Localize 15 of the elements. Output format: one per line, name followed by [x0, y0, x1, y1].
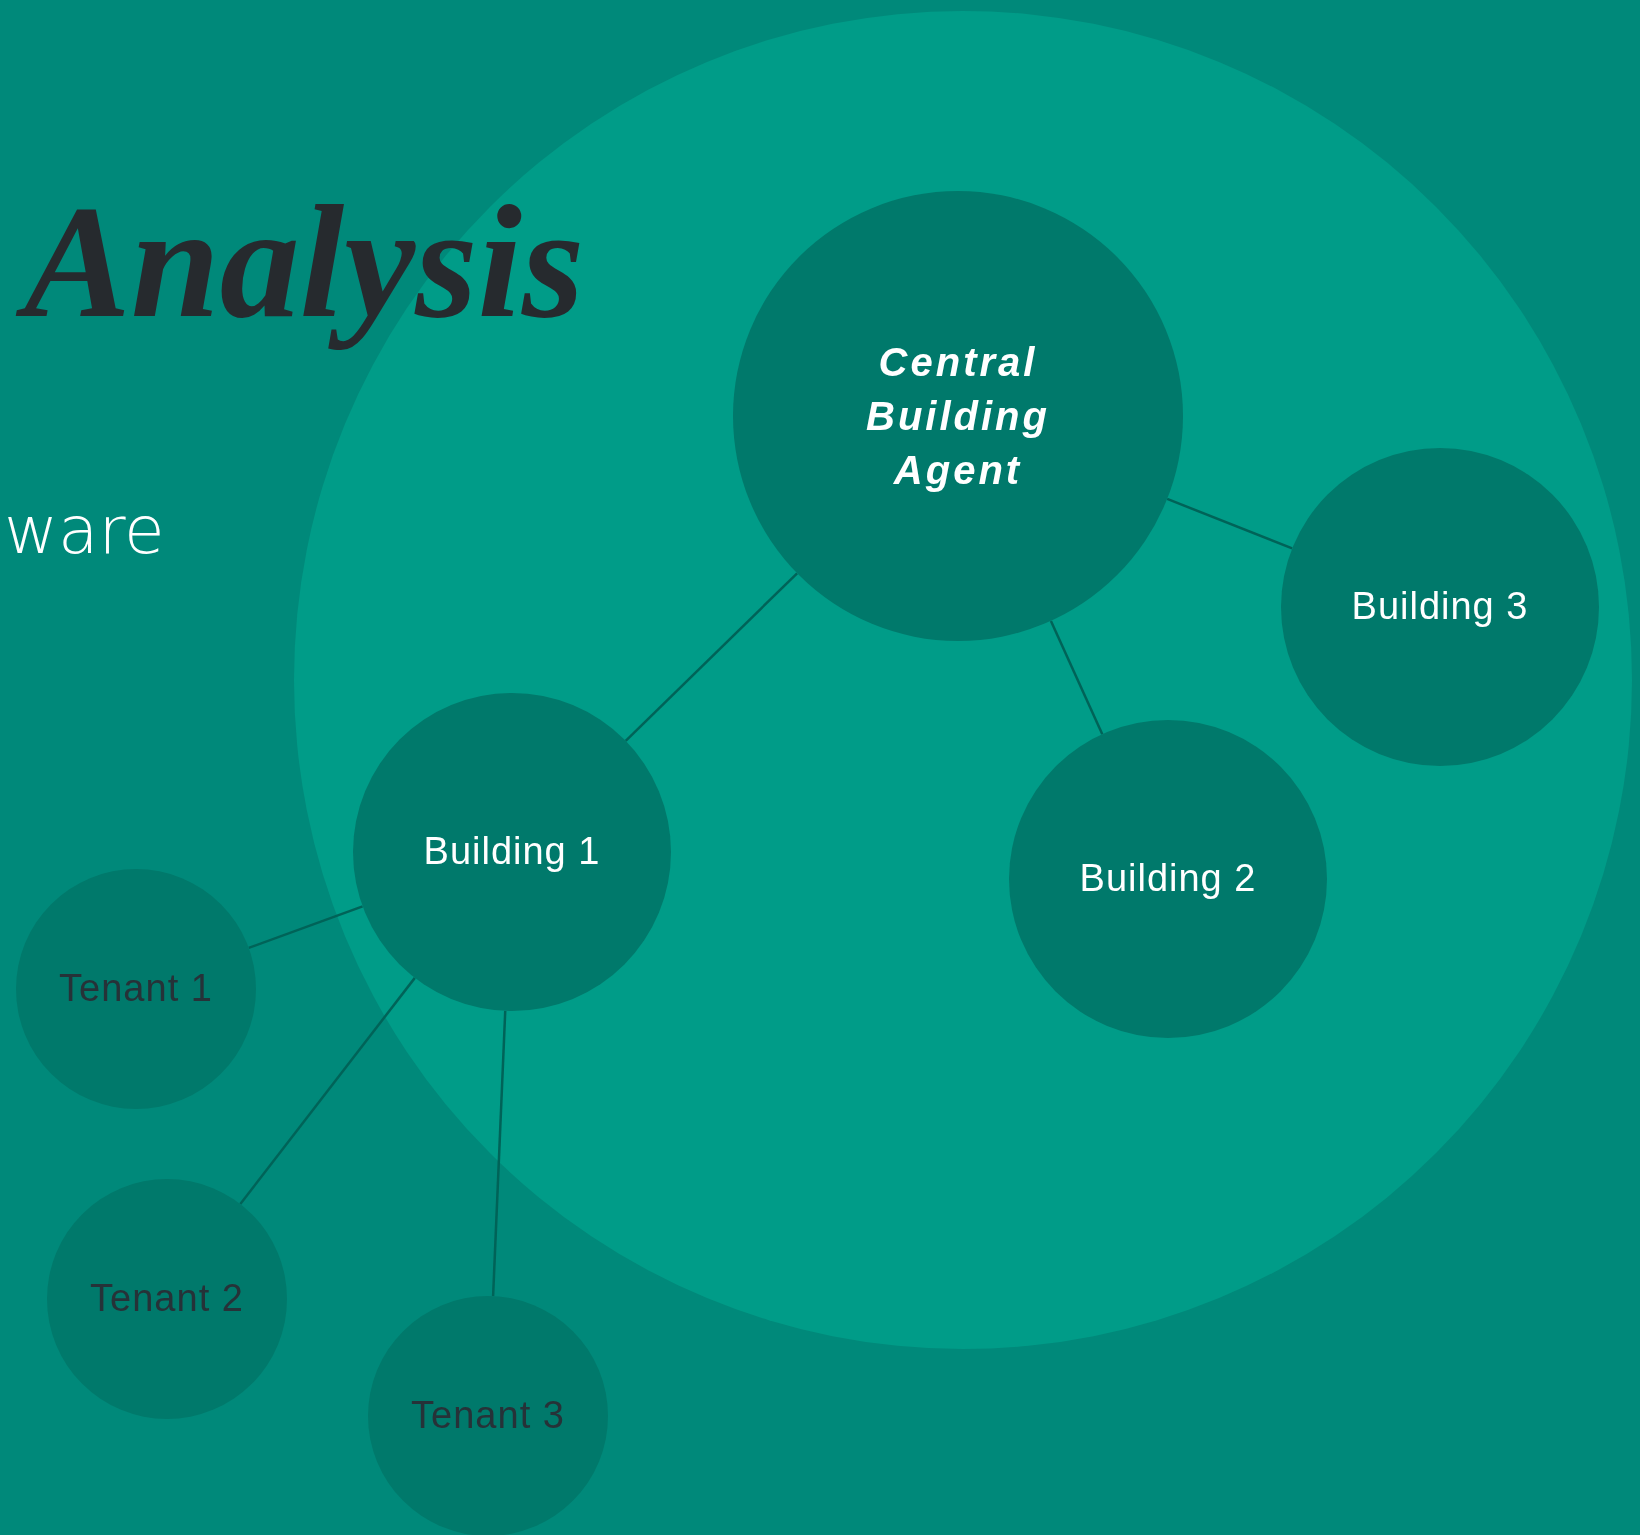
- node-label: Building 3: [1351, 584, 1529, 630]
- connector-line: [1049, 620, 1104, 735]
- node-label: Tenant 3: [411, 1393, 565, 1439]
- node-label: Central Building Agent: [865, 339, 1051, 494]
- connector-line: [239, 977, 416, 1205]
- node-label: Building 1: [423, 829, 601, 875]
- connector-line: [1166, 497, 1293, 550]
- subtitle-fragment: ware: [4, 498, 165, 564]
- connector-line: [624, 572, 798, 742]
- title: Analysis: [0, 160, 625, 374]
- connector-line: [491, 1010, 507, 1297]
- node-label: Tenant 2: [90, 1276, 244, 1322]
- node-label: Building 2: [1079, 856, 1257, 902]
- node-label: Tenant 1: [59, 966, 213, 1012]
- connector-line: [248, 905, 364, 950]
